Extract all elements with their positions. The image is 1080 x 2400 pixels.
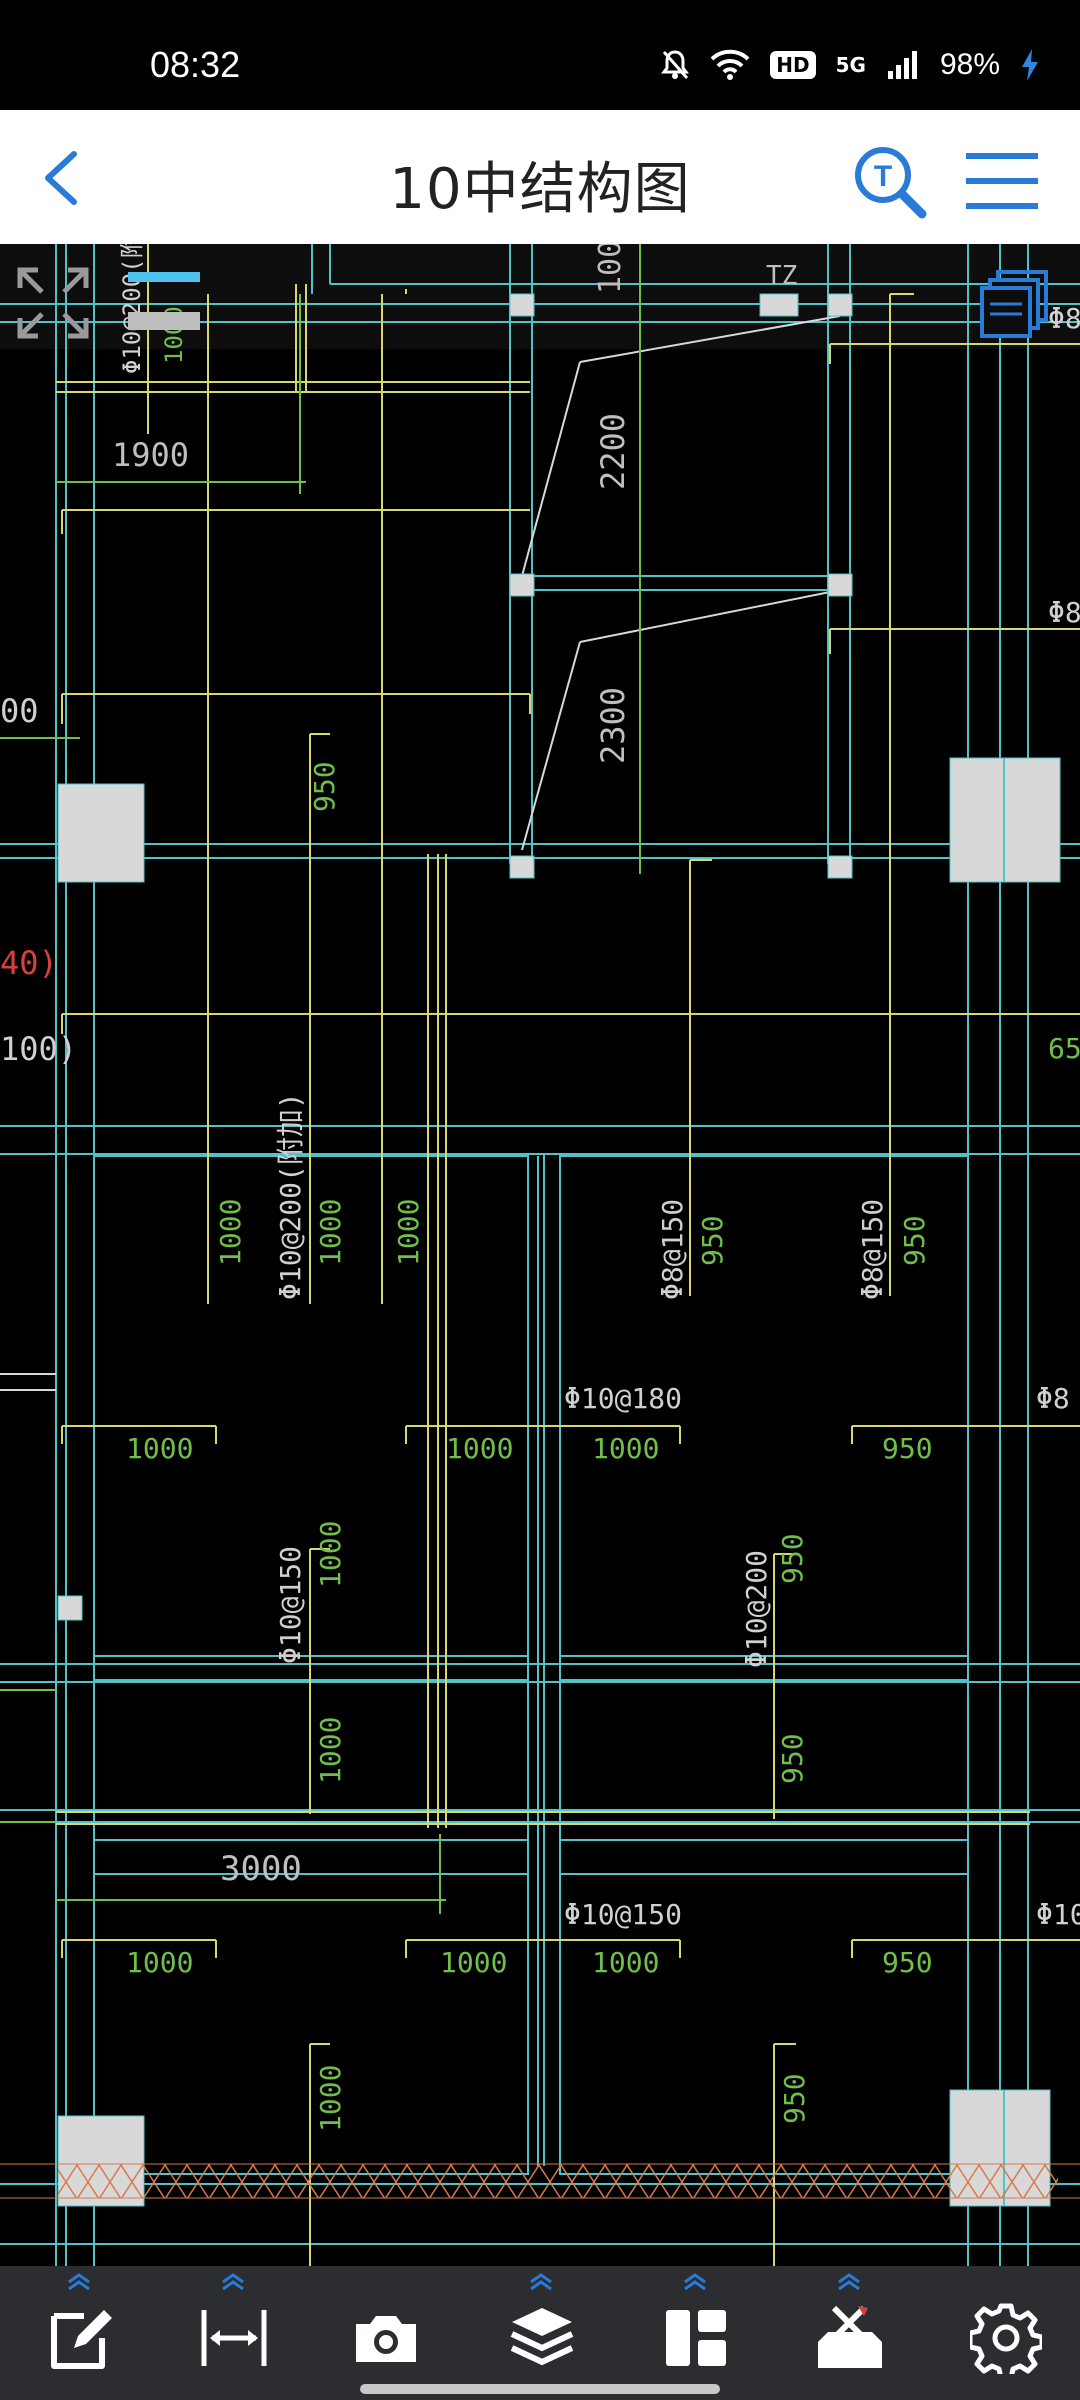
dim-label: 1000 [314, 2065, 347, 2132]
wifi-icon [710, 49, 750, 80]
menu-icon[interactable] [962, 146, 1042, 216]
app-bar: 10中结构图 T [0, 110, 1080, 244]
layout-switch-icon[interactable] [980, 268, 1052, 340]
rebar-label: Φ10@150 [564, 1898, 682, 1931]
dim-label: 1000 [392, 1199, 425, 1266]
chevron-up-icon [838, 2273, 860, 2290]
tool-measure-button[interactable] [178, 2266, 288, 2400]
dim-label: 1900 [112, 436, 189, 474]
dim-label: 2300 [594, 687, 632, 764]
rebar-label: Φ8 [1048, 596, 1080, 629]
dim-label: 100 [593, 244, 628, 294]
tool-screenshot-button[interactable] [330, 2266, 440, 2400]
status-time: 08:32 [150, 44, 241, 85]
edge-label: 00 [0, 692, 39, 730]
tool-layers-button[interactable] [486, 2266, 596, 2400]
tools-icon [818, 2305, 882, 2368]
edge-label: 40) [0, 944, 58, 982]
dim-label: TZ [766, 261, 797, 291]
tool-settings-button[interactable] [950, 2266, 1060, 2400]
dim-label: 950 [308, 761, 341, 812]
tool-layout-button[interactable] [640, 2266, 750, 2400]
rebar-label: Φ8@150 [856, 1199, 889, 1300]
drag-handle-icon[interactable] [124, 268, 204, 332]
dim-label: 1000 [314, 1717, 347, 1784]
dim-label: 950 [696, 1215, 729, 1266]
chevron-up-icon [222, 2273, 244, 2290]
dim-label: 950 [898, 1215, 931, 1266]
edge-label: 100) [0, 1030, 77, 1068]
back-icon[interactable] [34, 148, 94, 208]
status-bar: 08:32 HD 5G 98% [0, 0, 1080, 110]
dim-label: 950 [778, 2073, 811, 2124]
hd-badge: HD [770, 51, 816, 79]
text-search-icon[interactable]: T [850, 142, 930, 222]
mute-bell-icon [661, 50, 690, 79]
signal-icon [887, 51, 917, 79]
dim-label: 950 [882, 1946, 933, 1979]
dim-label: 1000 [592, 1432, 659, 1465]
dim-label: 1000 [440, 1946, 507, 1979]
cad-drawing: 100 TZ 2200 2300 1900 3000 950 1000 1000… [0, 244, 1080, 2266]
settings-icon [970, 2303, 1042, 2374]
network-type: 5G [835, 53, 866, 77]
dim-label: 1000 [126, 1946, 193, 1979]
dim-label: 1000 [446, 1432, 513, 1465]
status-icons: HD 5G 98% [660, 48, 1040, 82]
fullscreen-icon[interactable] [16, 266, 90, 340]
chevron-up-icon [68, 2273, 90, 2290]
dim-label: 2200 [594, 413, 632, 490]
tool-annotate-button[interactable] [24, 2266, 134, 2400]
edge-label: 650 [1048, 1032, 1080, 1065]
dim-label: 1000 [126, 1432, 193, 1465]
dim-label: 1000 [314, 1199, 347, 1266]
charging-icon [1022, 49, 1038, 81]
rebar-label: Φ10@200 [740, 1550, 773, 1668]
bottom-toolbar [0, 2266, 1080, 2400]
rebar-label: Φ10 [1036, 1898, 1080, 1931]
rebar-label: Φ10@150 [274, 1546, 307, 1664]
chevron-up-icon [684, 2273, 706, 2290]
rebar-label: Φ10@200(附加) [274, 1092, 307, 1300]
dim-label: 1000 [314, 1521, 347, 1588]
rebar-label: Φ8 [1048, 302, 1080, 335]
dim-label: 950 [776, 1533, 809, 1584]
rebar-label: Φ8@150 [656, 1199, 689, 1300]
dim-label: 950 [776, 1733, 809, 1784]
battery-level: 98% [939, 48, 1000, 81]
camera-icon [356, 2316, 416, 2362]
dim-label: 1000 [214, 1199, 247, 1266]
dim-label: 1000 [592, 1946, 659, 1979]
layers-icon [510, 2308, 574, 2366]
dim-label: 3000 [220, 1849, 302, 1889]
drawing-canvas[interactable]: 100 TZ 2200 2300 1900 3000 950 1000 1000… [0, 244, 1080, 2266]
edit-note-icon [51, 2310, 112, 2369]
edge-label: Φ10@200(附 [118, 244, 146, 374]
svg-text:T: T [874, 160, 892, 193]
rebar-label: Φ8 [1036, 1382, 1070, 1415]
layout-icon [666, 2310, 726, 2366]
dim-label: 950 [882, 1432, 933, 1465]
chevron-up-icon [530, 2273, 552, 2290]
rebar-label: Φ10@180 [564, 1382, 682, 1415]
tool-toolbox-button[interactable] [794, 2266, 904, 2400]
home-indicator[interactable] [360, 2384, 720, 2394]
measure-icon [201, 2310, 267, 2366]
page-title: 10中结构图 [389, 157, 691, 222]
